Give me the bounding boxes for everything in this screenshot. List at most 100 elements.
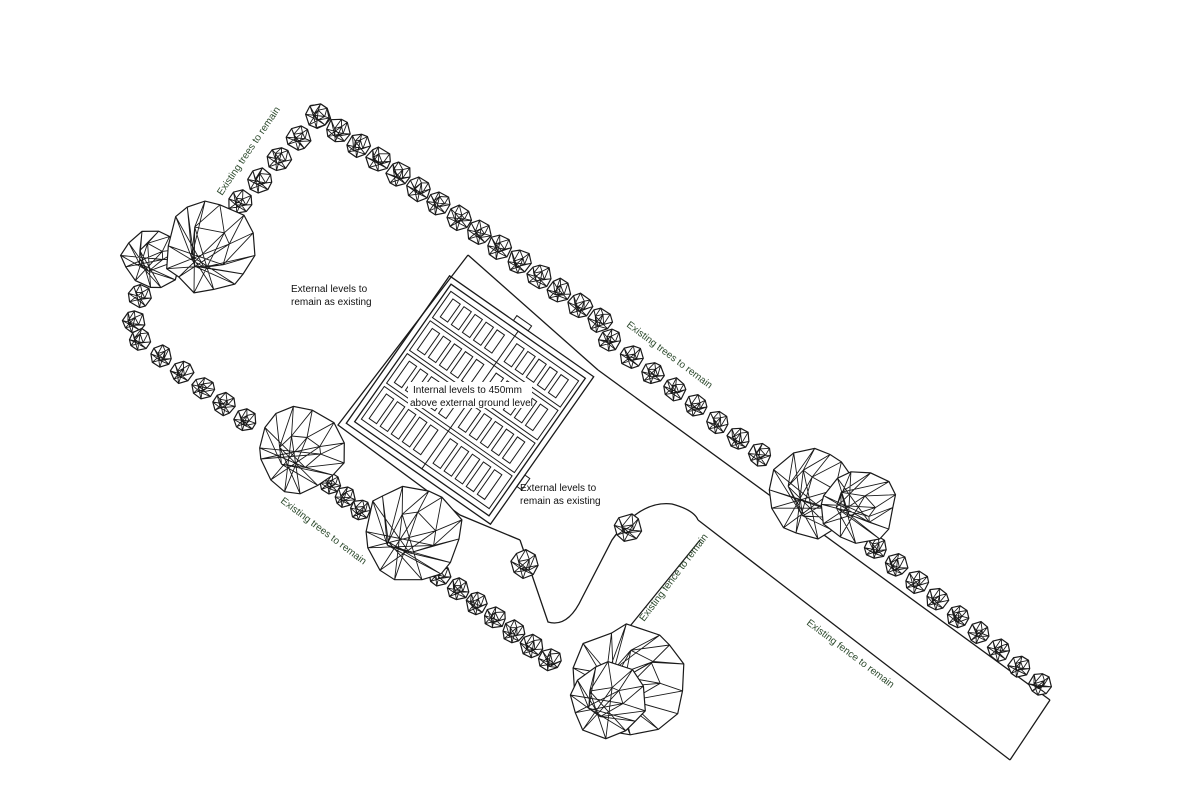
tree-icon <box>483 606 506 629</box>
tree-icon <box>526 264 552 290</box>
tree-icon <box>385 161 411 187</box>
tree-icon <box>726 427 750 450</box>
tree-icon <box>1007 655 1031 678</box>
tree-icon <box>946 605 970 629</box>
tree-icon <box>613 513 643 542</box>
tree-icon <box>266 147 293 172</box>
driveway-end-edge <box>1009 699 1051 761</box>
tree-icon <box>426 191 451 216</box>
roof-panel <box>479 420 504 449</box>
tree-icon <box>663 377 687 402</box>
tree-icon <box>349 499 371 521</box>
tree-icon <box>502 619 526 644</box>
tree-icon <box>597 328 622 352</box>
tree-icon <box>285 125 312 151</box>
building-side-step <box>516 474 531 491</box>
tree-icon <box>247 167 273 194</box>
path-curve <box>519 503 699 624</box>
tree-icon <box>747 442 772 467</box>
tree-icon <box>487 234 513 260</box>
roof-panel <box>460 358 485 387</box>
tree-icon <box>446 577 470 601</box>
tree-icon <box>346 133 372 159</box>
external-levels-note-mid: External levels to remain as existing <box>520 483 601 507</box>
internal-levels-label-bg <box>408 382 532 408</box>
tree-icon <box>121 310 146 334</box>
tree-icon <box>507 249 532 274</box>
roof-panel <box>379 400 406 433</box>
roof-panel <box>501 436 526 465</box>
tree-icon <box>619 345 644 369</box>
external-levels-top-line1: External levels to <box>291 284 368 295</box>
fence-note-short: Existing fence to remain <box>638 532 711 624</box>
tree-icon <box>706 410 729 435</box>
tree-icon <box>884 553 909 577</box>
roof-panel <box>524 403 549 432</box>
tree-icon <box>304 103 330 129</box>
tree-icon <box>537 648 562 672</box>
tree-icon <box>465 591 488 616</box>
tree-icon <box>820 471 897 544</box>
external-levels-note-top: External levels to remain as existing <box>291 284 372 308</box>
tree-icon <box>406 176 431 203</box>
roof-panel <box>390 408 417 440</box>
roof-panel <box>412 424 439 456</box>
roof-panel <box>514 350 536 376</box>
tree-icon <box>191 377 216 400</box>
internal-levels-line2: above external ground level <box>410 398 533 409</box>
tree-icon <box>510 548 539 580</box>
tree-icon <box>128 327 152 351</box>
tree-icon <box>587 307 614 334</box>
roof-panel <box>450 305 473 331</box>
roof-panel <box>438 343 463 372</box>
roof-panel <box>449 350 474 379</box>
tree-layer <box>119 103 1053 740</box>
external-levels-mid-line1: External levels to <box>520 483 597 494</box>
internal-levels-line1: Internal levels to 450mm <box>413 385 522 396</box>
fence-note-long: Existing fence to remain <box>804 618 896 691</box>
tree-icon <box>169 360 195 385</box>
roof-panel <box>465 461 492 493</box>
building-porch <box>512 314 533 332</box>
tree-icon <box>519 633 544 659</box>
roof-panel <box>483 329 506 354</box>
roof-panel <box>439 298 461 323</box>
tree-icon <box>986 638 1011 663</box>
tree-icon <box>212 391 236 417</box>
tree-icon <box>326 118 351 143</box>
roof-panel <box>468 412 493 441</box>
garden-boundary-line <box>337 254 521 541</box>
roof-panel <box>476 468 503 501</box>
roof-panel <box>536 366 559 391</box>
tree-icon <box>467 219 492 245</box>
roof-panel <box>457 405 482 434</box>
tree-icon <box>1027 673 1053 696</box>
roof-panel <box>393 360 418 389</box>
tree-icon <box>569 660 646 740</box>
tree-icon <box>926 587 950 611</box>
roof-panel <box>461 313 484 339</box>
tree-icon <box>233 408 257 432</box>
tree-icon <box>446 204 473 232</box>
driveway-south-edge <box>697 519 1011 761</box>
roof-panel <box>472 321 495 347</box>
tree-icon <box>365 485 463 581</box>
roof-panel <box>547 373 570 399</box>
roof-panel <box>454 453 481 485</box>
external-levels-mid-line2: remain as existing <box>520 496 601 507</box>
external-levels-top-line2: remain as existing <box>291 297 372 308</box>
tree-icon <box>127 283 152 309</box>
roof-panel <box>503 342 525 368</box>
tree-icon <box>905 570 930 595</box>
boundary-north-edge <box>467 254 599 371</box>
tree-icon <box>684 394 708 417</box>
tree-icon <box>546 277 572 303</box>
tree-icon <box>166 200 256 294</box>
tree-icon <box>863 535 887 559</box>
roof-panel <box>432 437 459 470</box>
tree-icon <box>641 362 665 385</box>
tree-icon <box>365 146 391 172</box>
roof-panel <box>401 416 428 448</box>
roof-panel <box>368 393 395 425</box>
